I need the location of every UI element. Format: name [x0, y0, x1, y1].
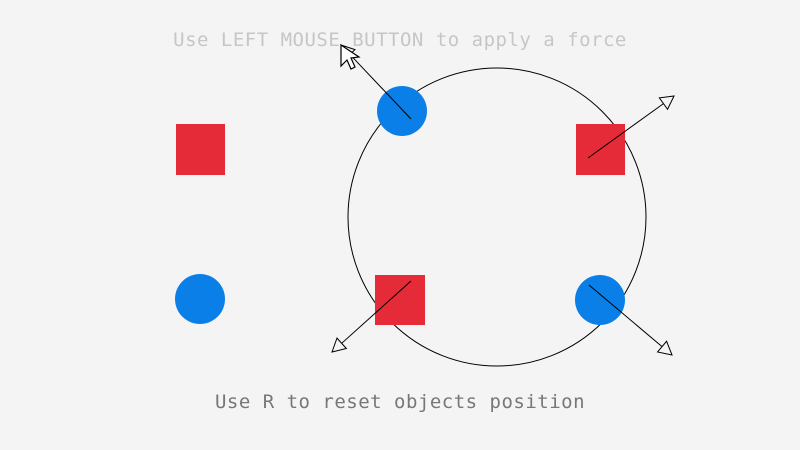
square-body-bottom-center[interactable]	[375, 275, 425, 325]
force-vector-bottom-center-square	[331, 280, 412, 353]
arrowhead-icon	[658, 95, 675, 111]
circle-body-bottom-left[interactable]	[175, 274, 225, 324]
hint-text-reset-objects: Use R to reset objects position	[214, 391, 586, 413]
square-body-left[interactable]	[176, 124, 225, 175]
hint-text-apply-force: Use LEFT MOUSE BUTTON to apply a force	[173, 29, 627, 51]
force-vector-bottom-right-circle	[588, 284, 673, 356]
circle-body-top[interactable]	[377, 86, 427, 136]
circle-body-bottom-right[interactable]	[575, 275, 625, 325]
arrowhead-icon	[331, 337, 348, 353]
force-vector-top-right-square	[587, 95, 675, 159]
mouse-cursor-icon	[340, 43, 361, 70]
boundary-circle	[347, 67, 647, 367]
arrowhead-icon	[656, 340, 673, 356]
